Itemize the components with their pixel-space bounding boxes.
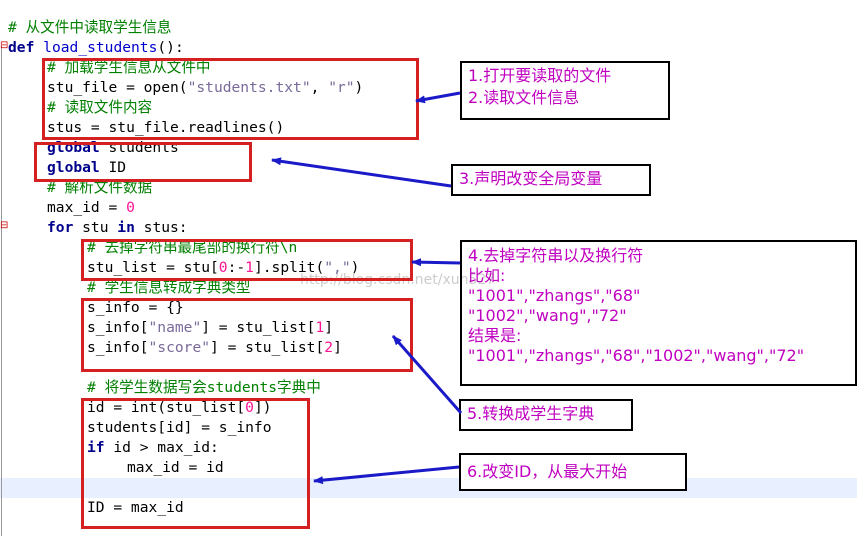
code-text: stu_file = open( — [47, 79, 188, 96]
code-line-open: stu_file = open("students.txt", "r") — [47, 78, 363, 98]
code-text: ] = stu_list[ — [201, 319, 316, 336]
code-text: s_info[ — [87, 339, 149, 356]
code-text: ].split( — [253, 259, 325, 276]
code-line-readlines: stus = stu_file.readlines() — [47, 119, 285, 136]
code-line-id: id = int(stu_list[0]) — [87, 398, 272, 418]
code-line-max-id: max_id = 0 — [47, 198, 135, 218]
note-text: 比如: — [468, 266, 506, 285]
code-text: id > max_id: — [104, 439, 219, 456]
fold-marker-for[interactable]: ⊟ — [0, 220, 9, 231]
code-text: stu — [73, 219, 118, 236]
arrow-4 — [411, 258, 461, 267]
note-text: "1001","zhangs","68","1002","wang","72" — [468, 346, 805, 365]
string-literal: "students.txt" — [187, 79, 311, 96]
code-text: s_info[ — [87, 319, 149, 336]
note-text: 结果是: — [468, 326, 522, 345]
code-text: ) — [354, 79, 364, 96]
code-line-for: for stu in stus: — [47, 218, 188, 238]
code-text: ) — [350, 259, 360, 276]
code-line-comment-title: # 从文件中读取学生信息 — [8, 19, 172, 36]
number-literal: 0 — [218, 259, 228, 276]
code-line-def: def load_students(): — [8, 38, 184, 58]
note-text: "1001","zhangs","68" — [468, 286, 641, 305]
fold-gutter-line — [1, 46, 2, 536]
code-line-students-assign: students[id] = s_info — [87, 419, 272, 436]
keyword-if: if — [87, 439, 105, 456]
code-line-split: stu_list = stu[0:-1].split(",") — [87, 258, 359, 278]
code-line-score: s_info["score"] = stu_list[2] — [87, 338, 342, 358]
code-text: ] — [333, 339, 342, 356]
highlight-box-id — [81, 398, 310, 529]
note-3: 3.声明改变全局变量 — [451, 164, 651, 196]
code-text: stu_list = stu[ — [87, 259, 219, 276]
keyword-for: for — [47, 219, 74, 236]
code-line-comment-write: # 将学生数据写会students字典中 — [87, 379, 321, 396]
code-line-comment-parse: # 解析文件数据 — [47, 179, 153, 196]
code-text: , — [310, 79, 329, 96]
code-text: ] — [324, 319, 334, 336]
code-text: id = int(stu_list[ — [87, 399, 246, 416]
arrow-3 — [271, 157, 452, 188]
code-line-comment-dict: # 学生信息转成字典类型 — [87, 279, 251, 296]
note-5: 5.转换成学生字典 — [459, 399, 633, 431]
note-text: 4.去掉字符串以及换行符 — [468, 246, 644, 265]
code-line-comment-load: # 加载学生信息从文件中 — [47, 59, 211, 76]
code-line-sinfo: s_info = {} — [87, 299, 184, 316]
code-text: :- — [227, 259, 246, 276]
note-1-2: 1.打开要读取的文件 2.读取文件信息 — [460, 61, 670, 120]
fold-marker-def[interactable]: ⊟ — [0, 40, 9, 51]
keyword-global: global — [47, 159, 100, 176]
number-literal: 1 — [315, 319, 325, 336]
number-literal: 1 — [245, 259, 254, 276]
keyword-def: def — [8, 39, 35, 56]
function-name: load_students — [43, 39, 158, 56]
code-line-global-id: global ID — [47, 158, 126, 178]
code-text: ]) — [253, 399, 272, 416]
keyword-in: in — [117, 219, 135, 236]
code-text: ID — [99, 159, 127, 176]
code-line-if: if id > max_id: — [87, 438, 219, 458]
function-parens: (): — [157, 39, 184, 56]
code-line-comment-strip: # 去掉字符串最尾部的换行符\n — [87, 239, 298, 256]
note-6: 6.改变ID，从最大开始 — [459, 453, 687, 491]
code-text: ] = stu_list[ — [210, 339, 325, 356]
string-literal: "," — [324, 259, 351, 276]
string-literal: "r" — [328, 79, 355, 96]
string-literal: "name" — [148, 319, 202, 336]
code-line-final-id: ID = max_id — [87, 499, 184, 516]
note-text: "1002","wang","72" — [468, 306, 627, 325]
code-line-name: s_info["name"] = stu_list[1] — [87, 318, 333, 338]
highlight-box-dict — [81, 298, 413, 372]
string-literal: "score" — [148, 339, 211, 356]
code-line-comment-read: # 读取文件内容 — [47, 99, 153, 116]
note-4: 4.去掉字符串以及换行符 比如: "1001","zhangs","68" "1… — [460, 240, 857, 386]
code-line-max-id-assign: max_id = id — [127, 459, 224, 476]
code-text: stus: — [134, 219, 188, 236]
code-text: max_id = — [47, 199, 127, 216]
highlight-box-global — [34, 142, 252, 182]
number-literal: 0 — [126, 199, 135, 216]
arrow-1 — [415, 91, 461, 104]
number-literal: 0 — [245, 399, 254, 416]
note-text: 2.读取文件信息 — [468, 88, 580, 107]
note-text: 1.打开要读取的文件 — [468, 66, 612, 85]
arrow-5 — [391, 335, 463, 414]
arrow-6 — [313, 465, 460, 485]
number-literal: 2 — [324, 339, 334, 356]
